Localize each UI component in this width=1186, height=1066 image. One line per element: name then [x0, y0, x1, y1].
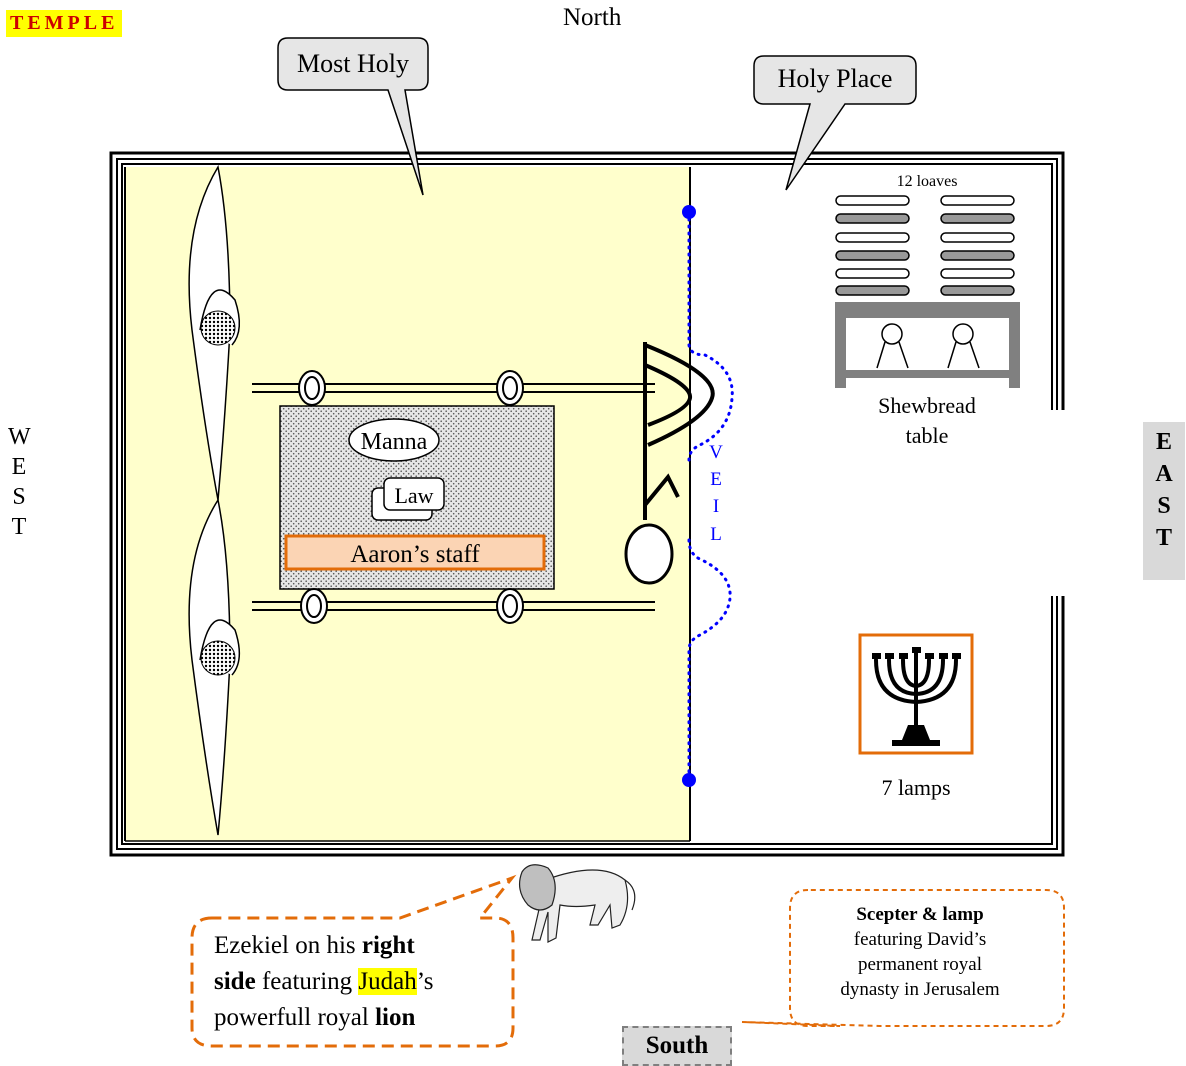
veil-label: V E I L	[709, 442, 723, 545]
manna-label: Manna	[361, 429, 428, 455]
svg-text:V: V	[709, 442, 723, 463]
east-doorway	[1046, 410, 1066, 596]
loaves-label: 12 loaves	[897, 173, 958, 190]
shewbread-label-line2: table	[906, 423, 949, 448]
lion-icon	[518, 864, 636, 943]
cherub-head-lower	[200, 640, 236, 676]
law-tablets	[383, 477, 445, 511]
east-letter: E	[1155, 429, 1172, 455]
manna-jar	[348, 418, 440, 462]
scepter-title: Scepter & lamp	[856, 904, 984, 925]
ezekiel-callout	[190, 874, 517, 1048]
east-letter: A	[1155, 461, 1173, 487]
west-letter: S	[12, 484, 26, 510]
west-label: W E S T	[8, 422, 31, 542]
veil-top-knob	[682, 205, 696, 219]
judah-highlight: Judah	[358, 968, 417, 995]
west-letter: T	[11, 514, 27, 540]
south-label: South	[622, 1026, 732, 1066]
west-letter: W	[8, 424, 31, 450]
lamps-label: 7 lamps	[881, 775, 950, 800]
shewbread-label-line1: Shewbread	[878, 393, 976, 418]
ezekiel-text: Ezekiel on his right side featuring Juda…	[214, 932, 434, 1031]
svg-text:L: L	[710, 524, 722, 545]
menorah	[858, 633, 974, 755]
ark-rings	[298, 370, 524, 624]
temple-title: TEMPLE	[6, 10, 123, 37]
holy-place-label: Holy Place	[778, 64, 893, 93]
svg-text:I: I	[713, 496, 719, 517]
staff-label: Aaron’s staff	[350, 541, 480, 568]
east-letter: S	[1157, 493, 1171, 519]
cherub-head-upper	[200, 310, 236, 346]
loaves-stack-left	[835, 195, 910, 296]
svg-text:E: E	[710, 469, 722, 490]
aarons-staff	[284, 534, 546, 571]
most-holy-callout: Most Holy	[277, 37, 429, 196]
incense-fixture	[643, 342, 715, 520]
west-letter: E	[11, 454, 27, 480]
laver-circle	[624, 523, 674, 585]
law-label: Law	[394, 483, 433, 508]
north-label: North	[563, 4, 622, 31]
east-letter: T	[1155, 525, 1172, 551]
scepter-text: Scepter & lamp featuring David’s permane…	[840, 904, 1000, 1000]
loaves-stack-right	[940, 195, 1015, 296]
east-label: E A S T	[1143, 422, 1185, 580]
veil	[687, 210, 734, 782]
shewbread-table	[835, 302, 1020, 388]
scepter-callout	[741, 889, 1065, 1027]
holy-place-callout: Holy Place	[753, 55, 917, 191]
veil-bottom-knob	[682, 773, 696, 787]
most-holy-label: Most Holy	[297, 49, 409, 78]
